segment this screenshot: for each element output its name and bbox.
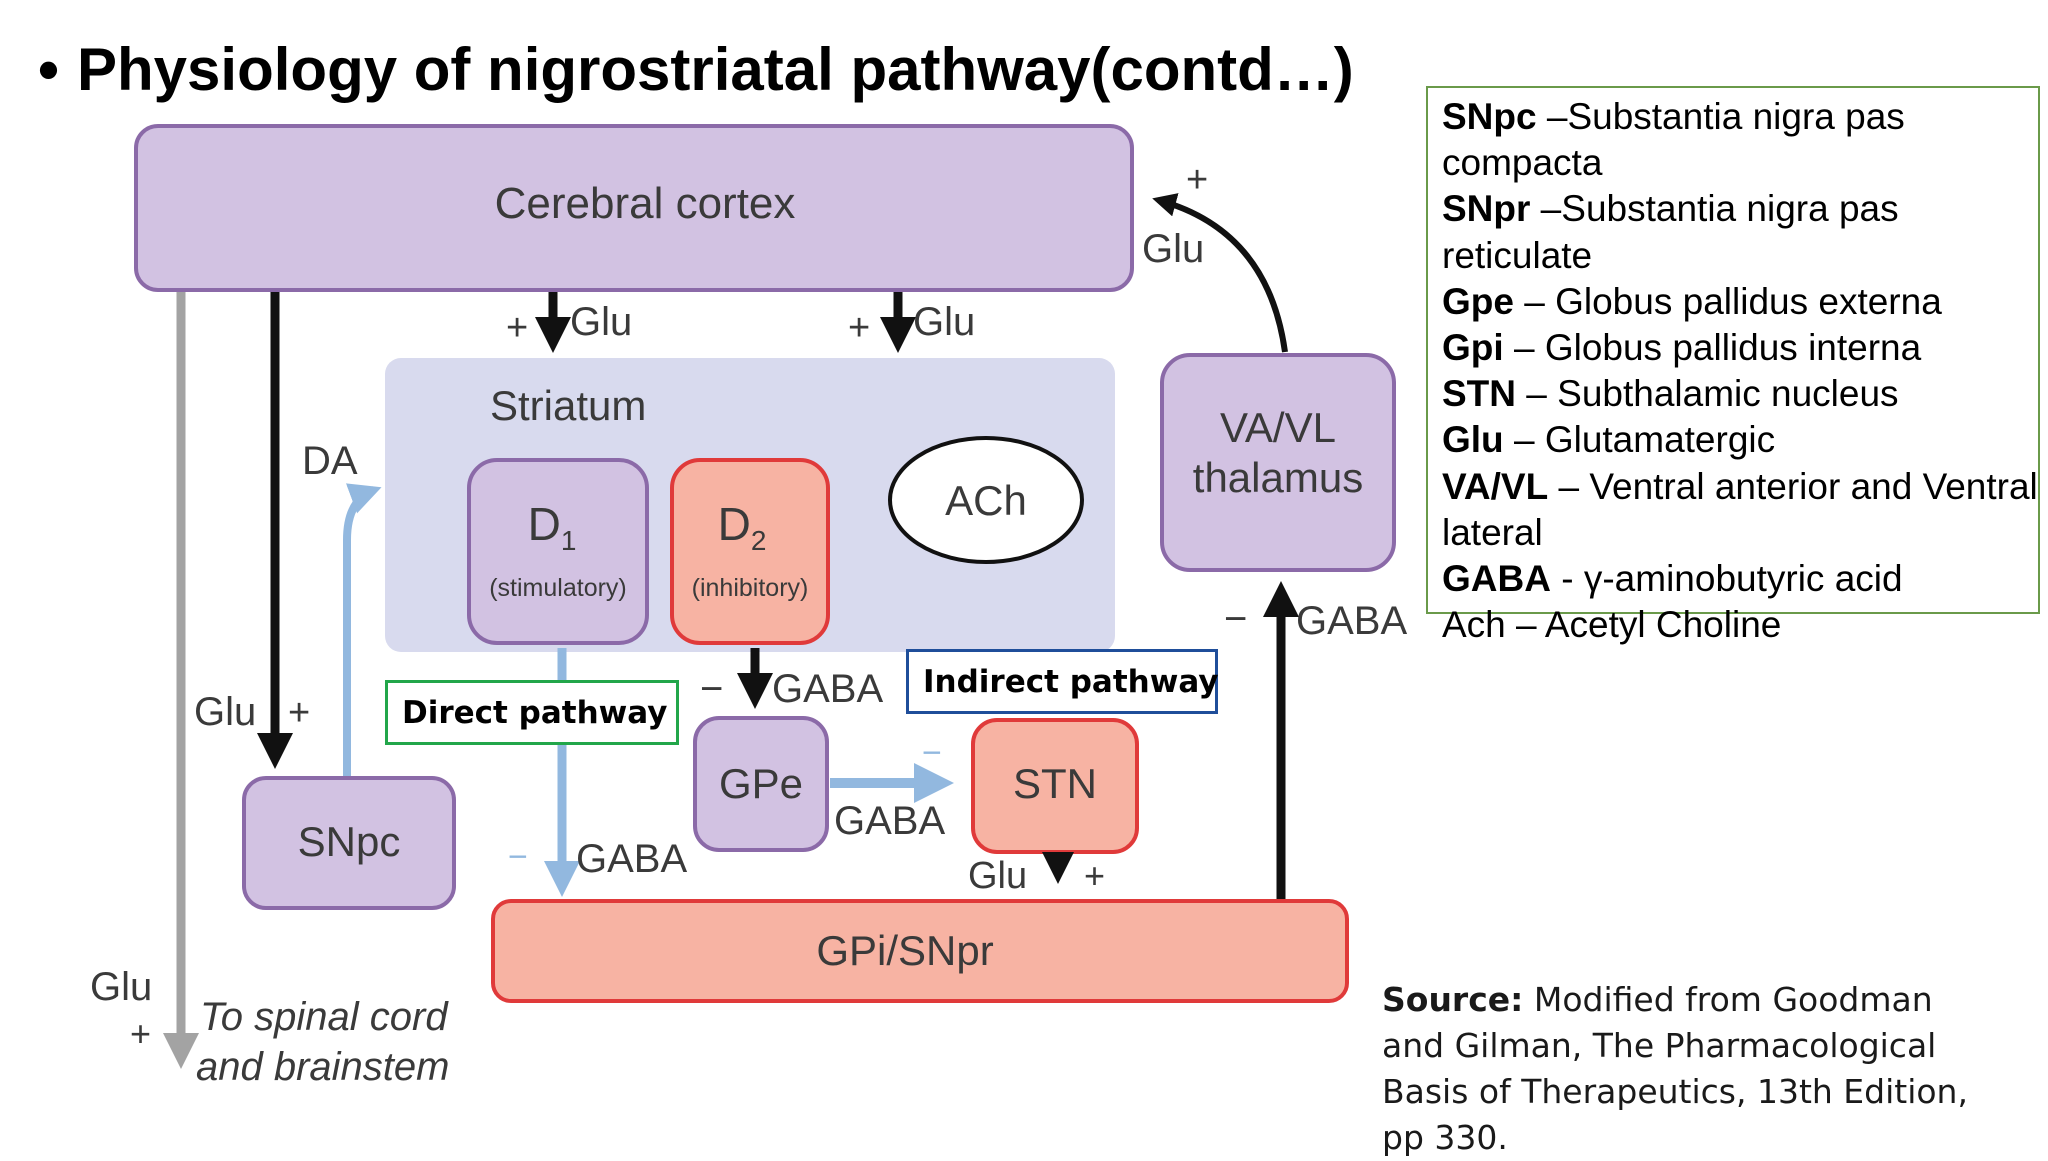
gpi-snpr-label: GPi/SNpr	[816, 927, 993, 974]
legend-entry: Ach – Acetyl Choline	[1442, 602, 2042, 648]
label-cortex-striatum-right-glu: Glu	[913, 300, 975, 344]
legend-abbreviation: VA/VL	[1442, 465, 1549, 507]
arrow-snpc-to-striatum-da	[343, 483, 382, 778]
legend-definition: Globus pallidus interna	[1544, 327, 1922, 369]
gpi-snpr-box	[491, 899, 1349, 1003]
legend-entry: VA/VL – Ventral anterior and Ventral lat…	[1442, 464, 2042, 556]
label-da: DA	[302, 439, 358, 483]
direct-pathway-label: Direct pathway	[385, 680, 679, 745]
legend-definition: Ventral anterior and Ventral lateral	[1442, 465, 2038, 553]
va-vl-thalamus-box	[1160, 353, 1396, 572]
legend-entry: Gpe – Globus pallidus externa	[1442, 279, 2042, 325]
legend-definition: Globus pallidus externa	[1555, 280, 1942, 322]
legend-abbreviation: SNpc	[1442, 96, 1537, 137]
legend-entry: STN – Subthalamic nucleus	[1442, 371, 2042, 417]
gpe-label: GPe	[719, 760, 803, 807]
label-d1-gpi-gaba: GABA	[576, 837, 687, 881]
d1-label: D1	[528, 498, 577, 556]
cerebral-cortex-box	[134, 124, 1134, 292]
label-cortex-snpc-glu: Glu	[194, 690, 256, 734]
legend-separator: –	[1548, 465, 1590, 507]
va-vl-label-line1: VA/VL	[1220, 404, 1336, 451]
indirect-pathway-label: Indirect pathway	[906, 649, 1219, 714]
legend-entry: GABA - γ-aminobutyric acid	[1442, 556, 2042, 602]
cerebral-cortex-label: Cerebral cortex	[495, 179, 796, 228]
legend-separator: –	[1516, 373, 1558, 415]
spinal-cord-label-line1: To spinal cord	[200, 995, 449, 1039]
label-cortex-snpc-plus: +	[288, 692, 310, 734]
d1-caption: (stimulatory)	[489, 574, 627, 602]
legend-abbreviation: Gpi	[1442, 327, 1504, 369]
d1-box	[467, 458, 649, 645]
label-gpe-stn-gaba: GABA	[834, 799, 945, 843]
label-gpi-thalamus-minus: −	[1224, 597, 1247, 641]
label-gpe-stn-minus: −	[922, 734, 942, 772]
legend-definition: Subthalamic nucleus	[1557, 373, 1899, 415]
legend-separator: -	[1550, 558, 1584, 600]
legend-entry: SNpr –Substantia nigra pas reticulate	[1442, 186, 2042, 278]
legend-abbreviation: Gpe	[1442, 280, 1514, 322]
label-cortex-striatum-left-plus: +	[506, 307, 528, 349]
label-d2-gpe-gaba: GABA	[772, 667, 883, 711]
source-note: Source: Modified from Goodman and Gilman…	[1382, 977, 2002, 1161]
title-text: Physiology of nigrostriatal pathway(cont…	[77, 36, 1354, 103]
label-spinal-glu: Glu	[90, 965, 152, 1009]
legend-entry: Glu – Glutamatergic	[1442, 417, 2042, 463]
legend-separator: –	[1503, 327, 1545, 369]
label-cortex-striatum-left-glu: Glu	[570, 300, 632, 344]
legend-entry: SNpc –Substantia nigra pas compacta	[1442, 94, 2042, 186]
legend-abbreviation: STN	[1442, 373, 1516, 415]
d2-caption: (inhibitory)	[692, 574, 809, 602]
legend-abbreviation: GABA	[1442, 558, 1551, 600]
d2-label: D2	[718, 498, 767, 556]
arrow-thalamus-to-cortex	[1152, 193, 1288, 353]
legend-box	[1426, 86, 2040, 614]
label-stn-gpi-plus: +	[1084, 855, 1105, 896]
ach-ellipse	[888, 436, 1084, 564]
legend-separator: –	[1536, 96, 1568, 137]
snpc-box	[242, 776, 456, 910]
label-thalamus-cortex-glu: Glu	[1142, 227, 1204, 271]
legend-definition: Substantia nigra pas compacta	[1442, 96, 1905, 184]
gpe-box	[693, 716, 829, 852]
legend-entry: Gpi – Globus pallidus interna	[1442, 325, 2042, 371]
legend-definition: Substantia nigra pas reticulate	[1442, 188, 1899, 276]
legend-definition: Glutamatergic	[1544, 419, 1776, 461]
label-thalamus-cortex-plus: +	[1186, 159, 1208, 201]
label-gpi-thalamus-gaba: GABA	[1296, 599, 1407, 643]
striatum-label: Striatum	[490, 382, 646, 429]
d2-box	[670, 458, 830, 645]
slide-title: • Physiology of nigrostriatal pathway(con…	[38, 34, 1354, 106]
legend-separator: –	[1513, 280, 1556, 322]
stn-label: STN	[1013, 760, 1097, 807]
legend-separator: –	[1503, 419, 1545, 461]
title-bullet: •	[38, 36, 60, 103]
va-vl-label-line2: thalamus	[1193, 454, 1363, 501]
spinal-cord-label-line2: and brainstem	[196, 1045, 449, 1089]
label-spinal-plus: +	[130, 1013, 151, 1054]
legend-definition: Ach – Acetyl Choline	[1442, 604, 1782, 646]
label-d1-gpi-minus: −	[508, 838, 528, 876]
ach-label: ACh	[945, 477, 1027, 524]
legend-abbreviation: SNpr	[1442, 188, 1531, 230]
label-cortex-striatum-right-plus: +	[848, 307, 870, 349]
snpc-label: SNpc	[298, 818, 401, 865]
source-label: Source:	[1382, 980, 1524, 1019]
source-text: Modified from Goodman and Gilman, The Ph…	[1382, 980, 1968, 1157]
legend-abbreviation: Glu	[1442, 419, 1504, 461]
legend-separator: –	[1530, 188, 1562, 230]
legend-definition: γ-aminobutyric acid	[1583, 558, 1903, 600]
label-stn-gpi-glu: Glu	[968, 855, 1027, 897]
label-d2-gpe-minus: −	[700, 667, 723, 711]
